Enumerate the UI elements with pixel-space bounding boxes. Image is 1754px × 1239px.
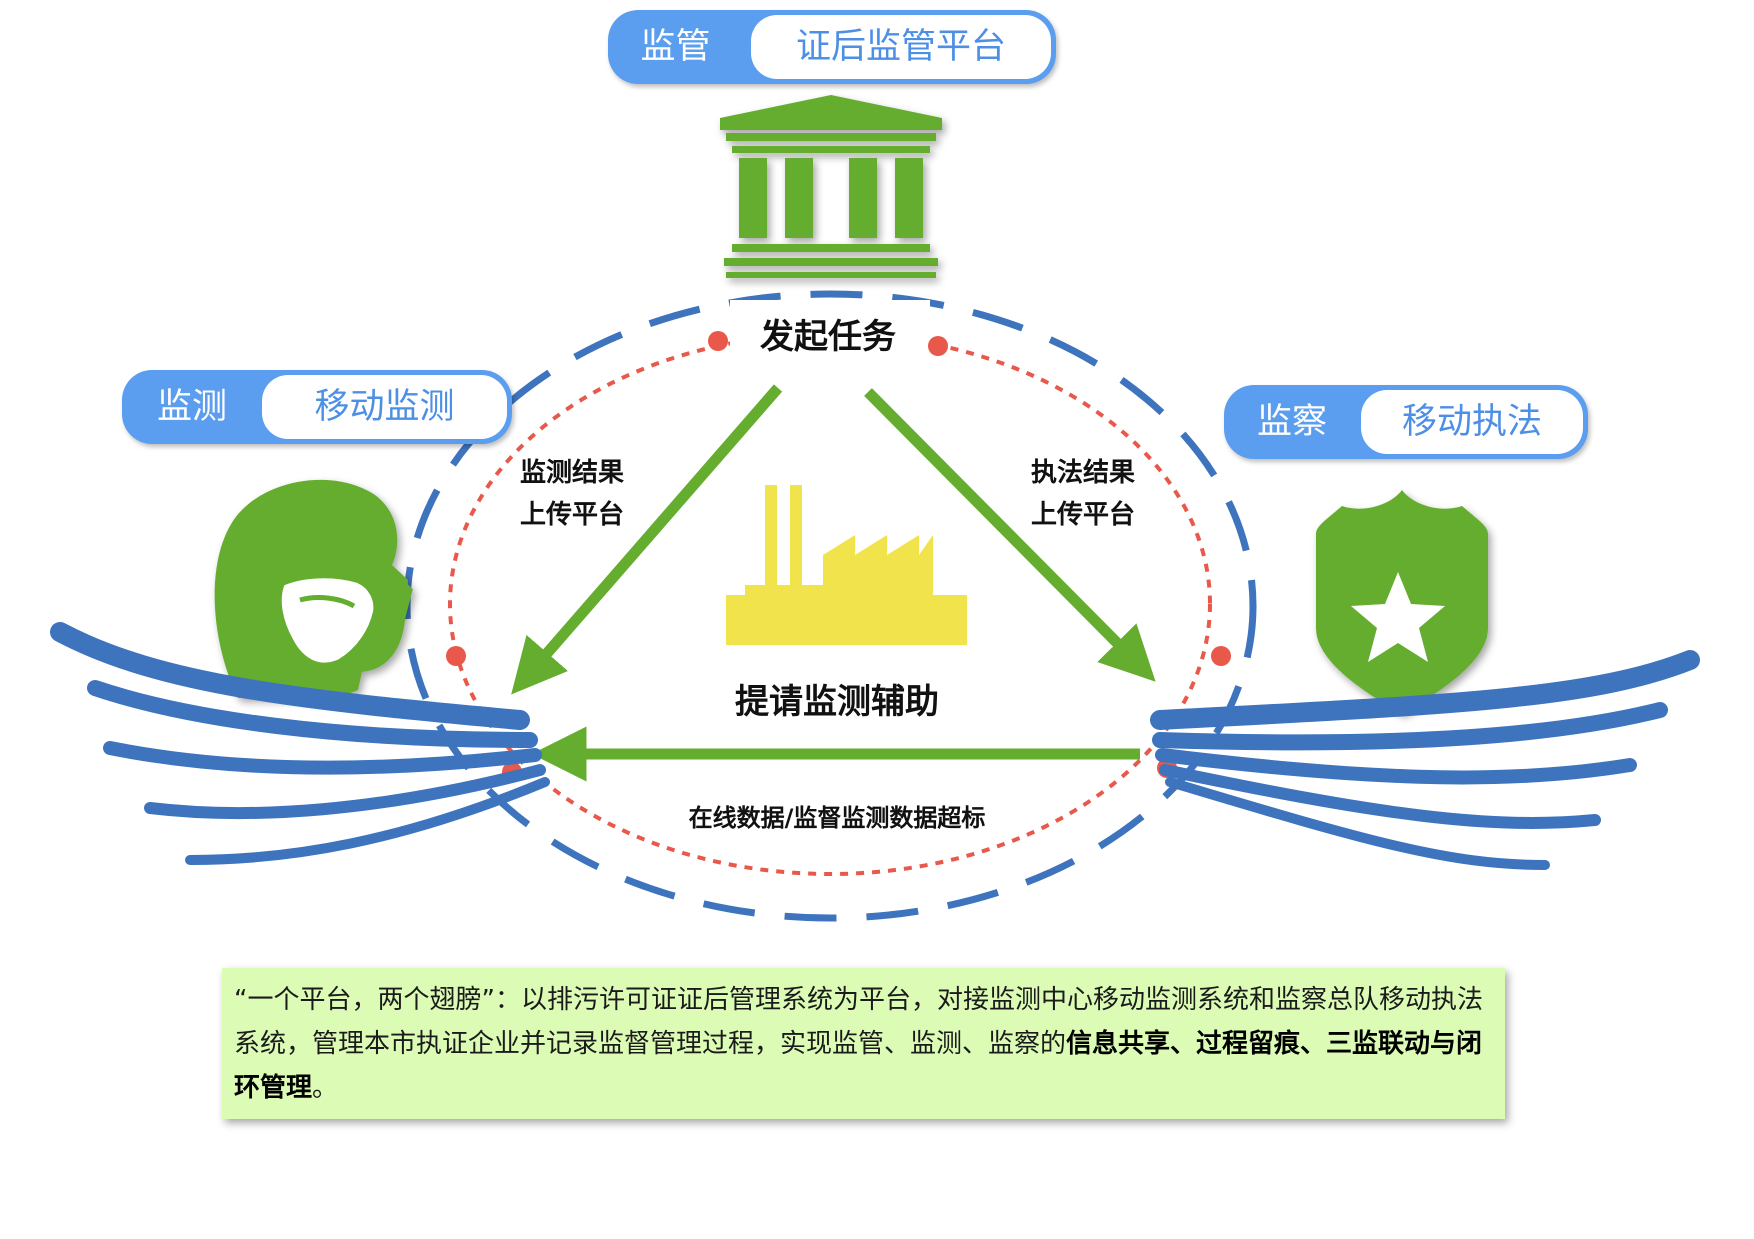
dot-left-upper — [446, 646, 466, 666]
pill-monitoring-system: 移动监测 — [262, 375, 507, 439]
label-request-monitoring-assist: 提请监测辅助 — [735, 682, 939, 722]
pill-monitoring-role: 监测 — [156, 387, 227, 427]
summary-text: “一个平台，两个翅膀”：以排污许可证证后管理系统为平台，对接监测中心移动监测系统… — [234, 985, 1483, 1059]
pill-monitoring[interactable]: 监测 移动监测 — [122, 370, 512, 444]
dot-top-left — [708, 331, 728, 351]
dot-top-right — [928, 336, 948, 356]
arrow-task-to-monitoring — [511, 384, 783, 695]
pill-supervision-role: 监管 — [640, 27, 711, 67]
label-enforcement-result: 执法结果 上传平台 — [1031, 452, 1135, 536]
label-initiate-task: 发起任务 — [760, 317, 896, 357]
police-shield-icon — [1316, 490, 1488, 714]
arrow-task-to-enforcement — [864, 388, 1156, 682]
label-enforcement-result-line1: 执法结果 — [1031, 458, 1136, 488]
label-monitoring-result: 监测结果 上传平台 — [520, 452, 624, 536]
pill-supervision[interactable]: 监管 证后监管平台 — [608, 10, 1056, 84]
government-building-icon — [720, 95, 942, 278]
label-data-exceeds-standard: 在线数据/监督监测数据超标 — [688, 804, 986, 832]
factory-icon — [726, 485, 967, 645]
ring-gap — [730, 300, 930, 360]
pill-inspection-role: 监察 — [1256, 402, 1327, 442]
summary-end: 。 — [312, 1073, 339, 1103]
wing-icon-right — [1150, 650, 1700, 870]
pill-inspection-system: 移动执法 — [1361, 390, 1583, 454]
dot-right-upper — [1211, 646, 1231, 666]
label-enforcement-result-line2: 上传平台 — [1031, 500, 1136, 530]
summary-highlight: 信息共享、过程留痕、三监联动与闭环管理 — [234, 1029, 1483, 1103]
flow-arrows — [511, 384, 1156, 782]
masked-person-icon — [214, 479, 413, 698]
label-monitoring-result-line2: 上传平台 — [520, 500, 625, 530]
pill-inspection[interactable]: 监察 移动执法 — [1224, 385, 1588, 459]
label-monitoring-result-line1: 监测结果 — [520, 458, 625, 488]
wing-icon-left — [50, 622, 550, 865]
summary-box: “一个平台，两个翅膀”：以排污许可证证后管理系统为平台，对接监测中心移动监测系统… — [222, 968, 1505, 1119]
pill-supervision-system: 证后监管平台 — [751, 15, 1051, 79]
